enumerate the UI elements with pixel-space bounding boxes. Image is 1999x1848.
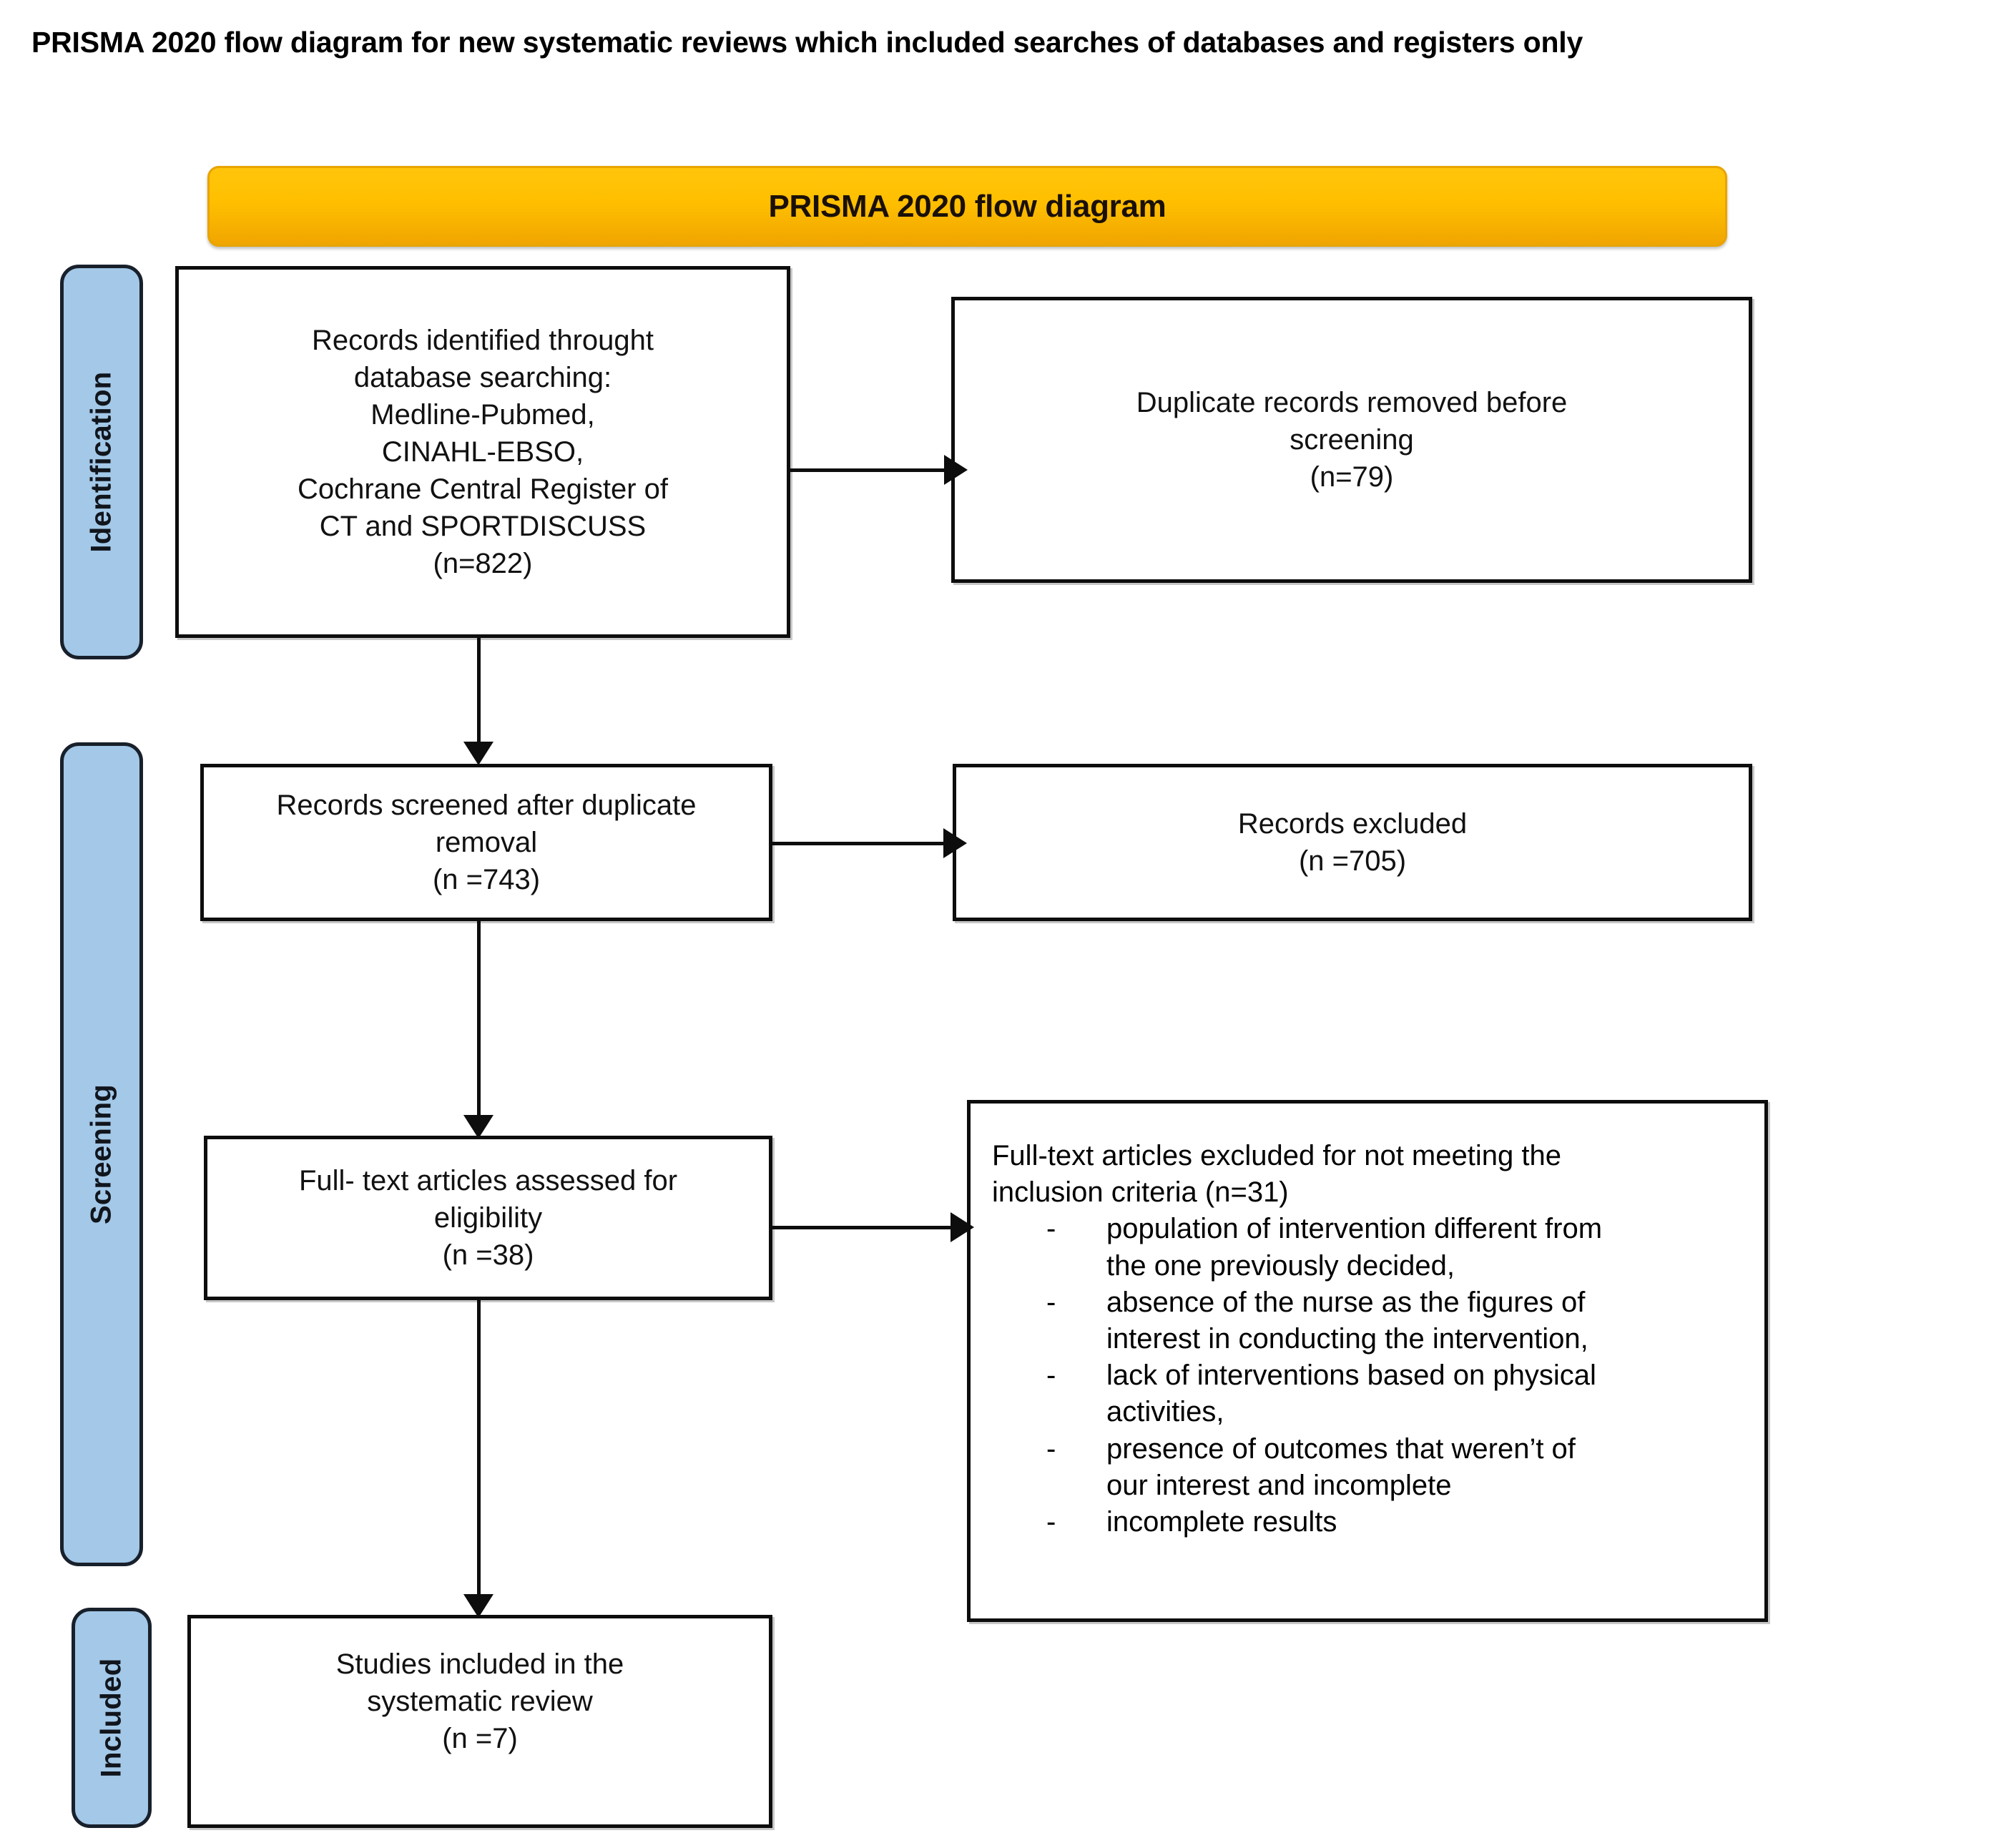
bullet-dash-icon: - bbox=[1046, 1286, 1056, 1318]
bullet-dash-icon: - bbox=[1046, 1505, 1056, 1538]
prisma-banner-label: PRISMA 2020 flow diagram bbox=[768, 188, 1167, 224]
stage-label-screening-text: Screening bbox=[85, 1083, 117, 1225]
list-item: - incomplete results bbox=[992, 1504, 1743, 1540]
connector-fulltext-to-exclusions bbox=[772, 1212, 987, 1242]
box-records-screened-text: Records screened after duplicate removal… bbox=[276, 790, 697, 895]
connector-screened-to-fulltext bbox=[463, 921, 495, 1141]
connector-identified-to-screened bbox=[463, 638, 495, 768]
arrowhead-right-icon bbox=[944, 455, 968, 485]
exclusion-reason-list: - population of intervention different f… bbox=[971, 1211, 1764, 1540]
list-item: - lack of interventions based on physica… bbox=[992, 1357, 1743, 1430]
page-title: PRISMA 2020 flow diagram for new systema… bbox=[31, 26, 1583, 59]
exclusion-reason-text: incomplete results bbox=[1106, 1505, 1337, 1538]
stage-label-included-text: Included bbox=[95, 1658, 127, 1778]
box-studies-included-text: Studies included in the systematic revie… bbox=[335, 1648, 624, 1754]
connector-shaft bbox=[477, 638, 481, 747]
connector-screened-to-excluded bbox=[772, 828, 978, 858]
box-duplicates-removed: Duplicate records removed before screeni… bbox=[951, 297, 1752, 583]
box-fulltext-assessed: Full- text articles assessed for eligibi… bbox=[204, 1136, 772, 1300]
bullet-dash-icon: - bbox=[1046, 1360, 1056, 1392]
box-fulltext-excluded-heading: Full-text articles excluded for not meet… bbox=[992, 1140, 1561, 1209]
box-duplicates-removed-text: Duplicate records removed before screeni… bbox=[1136, 387, 1568, 493]
box-records-identified-text: Records identified throught database sea… bbox=[297, 325, 669, 579]
list-item: - population of intervention different f… bbox=[992, 1211, 1743, 1284]
stage-label-screening: Screening bbox=[60, 742, 143, 1566]
box-records-excluded: Records excluded (n =705) bbox=[953, 764, 1752, 921]
stage-label-included: Included bbox=[72, 1608, 152, 1828]
exclusion-reason-text: lack of interventions based on physical … bbox=[1106, 1360, 1596, 1428]
box-studies-included: Studies included in the systematic revie… bbox=[187, 1615, 772, 1828]
prisma-banner: PRISMA 2020 flow diagram bbox=[207, 166, 1727, 247]
connector-shaft bbox=[790, 468, 953, 472]
exclusion-reason-text: population of intervention different fro… bbox=[1106, 1213, 1603, 1282]
box-fulltext-assessed-text: Full- text articles assessed for eligibi… bbox=[298, 1165, 678, 1271]
stage-label-identification: Identification bbox=[60, 265, 143, 659]
arrowhead-right-icon bbox=[943, 828, 967, 858]
arrowhead-down-icon bbox=[463, 1594, 493, 1618]
box-records-identified: Records identified throught database sea… bbox=[175, 266, 790, 638]
list-item: - presence of outcomes that weren’t of o… bbox=[992, 1431, 1743, 1504]
bullet-dash-icon: - bbox=[1046, 1432, 1056, 1465]
exclusion-reason-text: presence of outcomes that weren’t of our… bbox=[1106, 1432, 1576, 1501]
arrowhead-down-icon bbox=[463, 1115, 493, 1139]
connector-fulltext-to-included bbox=[463, 1300, 495, 1621]
exclusion-reason-text: absence of the nurse as the figures of i… bbox=[1106, 1286, 1588, 1355]
bullet-dash-icon: - bbox=[1046, 1213, 1056, 1245]
connector-shaft bbox=[772, 1226, 960, 1229]
arrowhead-right-icon bbox=[951, 1212, 974, 1242]
connector-shaft bbox=[772, 842, 953, 845]
stage-label-identification-text: Identification bbox=[85, 371, 117, 553]
connector-shaft bbox=[477, 1300, 481, 1599]
connector-shaft bbox=[477, 921, 481, 1120]
list-item: - absence of the nurse as the figures of… bbox=[992, 1284, 1743, 1357]
box-records-excluded-text: Records excluded (n =705) bbox=[1237, 808, 1468, 877]
arrowhead-down-icon bbox=[463, 742, 493, 765]
box-records-screened: Records screened after duplicate removal… bbox=[200, 764, 772, 921]
box-fulltext-excluded: Full-text articles excluded for not meet… bbox=[967, 1100, 1768, 1622]
connector-identified-to-duplicates bbox=[790, 455, 976, 485]
